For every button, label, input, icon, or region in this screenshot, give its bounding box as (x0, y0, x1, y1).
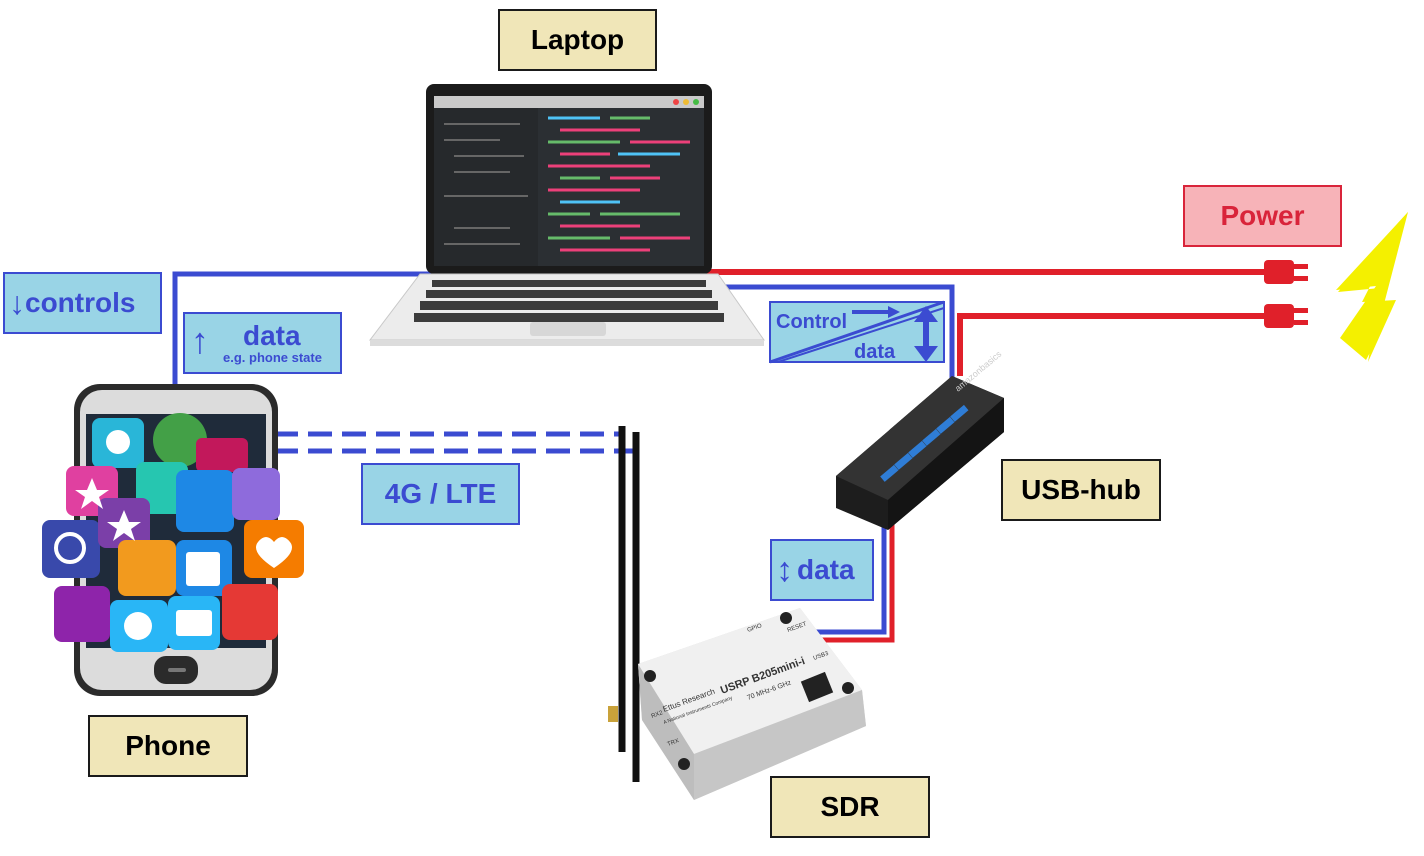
data-sub-label: e.g. phone state (223, 350, 322, 365)
control-data-annotation: Control data (769, 300, 945, 364)
control-data-label: data (854, 341, 896, 363)
usb-wire-laptop-hub (700, 284, 955, 380)
arrow-up-icon: ↑ (191, 320, 209, 361)
lightning-icon (1336, 212, 1408, 362)
lte-wireless-link (274, 431, 634, 454)
laptop-label: Laptop (498, 9, 657, 71)
sdr-icon: USRP B205mini-i 70 MHz-6 GHz Ettus Resea… (608, 426, 866, 800)
usb-hub-label: USB-hub (1001, 459, 1161, 521)
power-label: Power (1183, 185, 1342, 247)
control-wire-laptop-phone (172, 271, 440, 385)
power-wire-hub (957, 313, 1266, 376)
usb-wire-hub-sdr (814, 480, 895, 643)
laptop-icon (368, 84, 765, 346)
phone-label: Phone (88, 715, 248, 777)
controls-annotation: ↓ controls (3, 272, 162, 334)
power-plug-1 (1264, 260, 1308, 284)
usb-data-label: data (797, 554, 855, 585)
power-plug-2 (1264, 304, 1308, 328)
sdr-label: SDR (770, 776, 930, 838)
data-up-annotation: ↑ data e.g. phone state (183, 312, 342, 374)
sdr-gpio-text: GPIO (747, 623, 763, 634)
arrow-updown-icon: ↕ (776, 550, 793, 589)
control-label: Control (776, 311, 847, 333)
sdr-trx-text: TRX (667, 738, 680, 748)
data-label: data (243, 320, 301, 351)
lte-annotation: 4G / LTE (361, 463, 520, 525)
usb-hub-icon: amazonbasics (836, 349, 1004, 530)
arrow-down-icon: ↓ (9, 284, 25, 321)
phone-icon (42, 384, 304, 696)
usb-data-annotation: ↕ data (770, 539, 874, 601)
sdr-usb-text: USB3 (813, 651, 830, 662)
sdr-rx2-text: RX2 (651, 710, 665, 720)
controls-label: controls (25, 287, 136, 318)
